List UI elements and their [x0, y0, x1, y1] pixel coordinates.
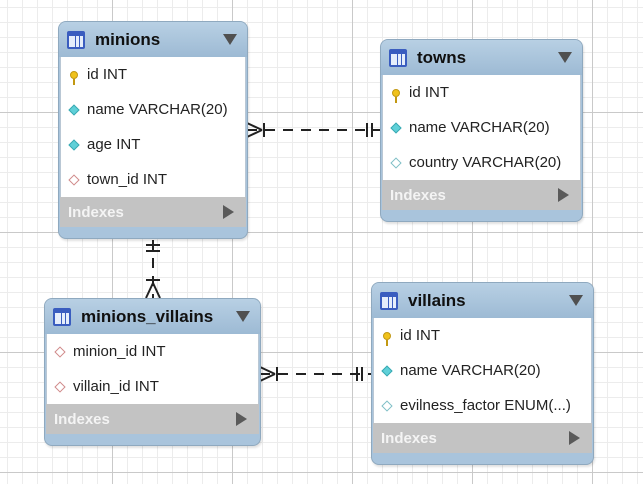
collapse-arrow-icon[interactable] [569, 295, 583, 306]
table-name: minions [95, 29, 161, 49]
indexes-label: Indexes [390, 186, 446, 204]
table-minions_villains[interactable]: minions_villains minion_id INT villain_id … [44, 298, 261, 446]
column-label: name VARCHAR(20) [87, 101, 228, 118]
indexes-section[interactable]: Indexes [373, 423, 592, 453]
collapse-arrow-icon[interactable] [236, 311, 250, 322]
table-footer [381, 210, 582, 221]
table-icon [67, 30, 85, 49]
relationship-minions_villains-minions[interactable] [145, 240, 161, 299]
table-name: minions_villains [81, 306, 214, 326]
crowfoot-upper [246, 122, 263, 131]
primary-key-icon [380, 329, 394, 346]
column-row[interactable]: name VARCHAR(20) [383, 110, 580, 145]
collapse-arrow-icon[interactable] [558, 52, 572, 63]
table-header[interactable]: towns [381, 40, 582, 75]
column-label: name VARCHAR(20) [409, 119, 550, 136]
primary-key-icon [67, 68, 81, 85]
nullable-column-icon [380, 399, 394, 413]
table-footer [59, 227, 247, 238]
column-list: id INT name VARCHAR(20) country VARCHAR(20… [382, 75, 581, 180]
column-row[interactable]: country VARCHAR(20) [383, 145, 580, 180]
table-name: towns [417, 47, 467, 67]
column-label: id INT [87, 66, 128, 83]
column-list: id INT name VARCHAR(20) age INT town_id INT [60, 57, 246, 197]
column-list: id INT name VARCHAR(20) evilness_factor EN… [373, 318, 592, 423]
table-icon [53, 307, 71, 326]
table-name: villains [408, 290, 466, 310]
indexes-section[interactable]: Indexes [46, 404, 259, 434]
primary-key-icon [389, 86, 403, 103]
table-header[interactable]: minions_villains [45, 299, 260, 334]
crowfoot-upper [259, 366, 276, 375]
crowfoot-right [152, 282, 161, 299]
column-label: age INT [87, 136, 141, 153]
column-label: country VARCHAR(20) [409, 154, 562, 171]
column-row[interactable]: id INT [61, 57, 245, 92]
collapse-arrow-icon[interactable] [223, 34, 237, 45]
table-villains[interactable]: villains id INT name VARCHAR(20) evilness_f… [371, 282, 594, 465]
indexes-section[interactable]: Indexes [60, 197, 246, 227]
nullable-column-icon [389, 156, 403, 170]
expand-arrow-icon[interactable] [236, 412, 247, 426]
column-row[interactable]: name VARCHAR(20) [374, 353, 591, 388]
column-row[interactable]: age INT [61, 127, 245, 162]
crowfoot-lower [259, 373, 276, 382]
foreign-key-column-icon [67, 173, 81, 187]
column-row[interactable]: name VARCHAR(20) [61, 92, 245, 127]
expand-arrow-icon[interactable] [558, 188, 569, 202]
expand-arrow-icon[interactable] [569, 431, 580, 445]
column-row[interactable]: id INT [383, 75, 580, 110]
table-footer [372, 453, 593, 464]
column-list: minion_id INT villain_id INT [46, 334, 259, 404]
table-towns[interactable]: towns id INT name VARCHAR(20) country VARCH… [380, 39, 583, 222]
column-row[interactable]: id INT [374, 318, 591, 353]
column-label: id INT [400, 327, 441, 344]
column-label: id INT [409, 84, 450, 101]
not-null-column-icon [67, 138, 81, 152]
indexes-label: Indexes [68, 203, 124, 221]
table-footer [45, 434, 260, 445]
not-null-column-icon [389, 121, 403, 135]
not-null-column-icon [380, 364, 394, 378]
not-null-column-icon [67, 103, 81, 117]
crowfoot-lower [246, 129, 263, 138]
indexes-section[interactable]: Indexes [382, 180, 581, 210]
table-header[interactable]: minions [59, 22, 247, 57]
table-icon [389, 48, 407, 67]
column-label: name VARCHAR(20) [400, 362, 541, 379]
relationship-minions-towns[interactable] [246, 122, 380, 138]
indexes-label: Indexes [381, 429, 437, 447]
foreign-key-column-icon [53, 380, 67, 394]
column-label: villain_id INT [73, 378, 159, 395]
table-header[interactable]: villains [372, 283, 593, 318]
column-label: minion_id INT [73, 343, 166, 360]
column-row[interactable]: evilness_factor ENUM(...) [374, 388, 591, 423]
column-row[interactable]: villain_id INT [47, 369, 258, 404]
foreign-key-column-icon [53, 345, 67, 359]
column-label: town_id INT [87, 171, 168, 188]
table-icon [380, 291, 398, 310]
column-label: evilness_factor ENUM(...) [400, 397, 571, 414]
crowfoot-left [145, 282, 154, 299]
relationship-minions_villains-villains[interactable] [259, 366, 371, 382]
expand-arrow-icon[interactable] [223, 205, 234, 219]
table-minions[interactable]: minions id INT name VARCHAR(20) age INT town… [58, 21, 248, 239]
column-row[interactable]: town_id INT [61, 162, 245, 197]
indexes-label: Indexes [54, 410, 110, 428]
column-row[interactable]: minion_id INT [47, 334, 258, 369]
